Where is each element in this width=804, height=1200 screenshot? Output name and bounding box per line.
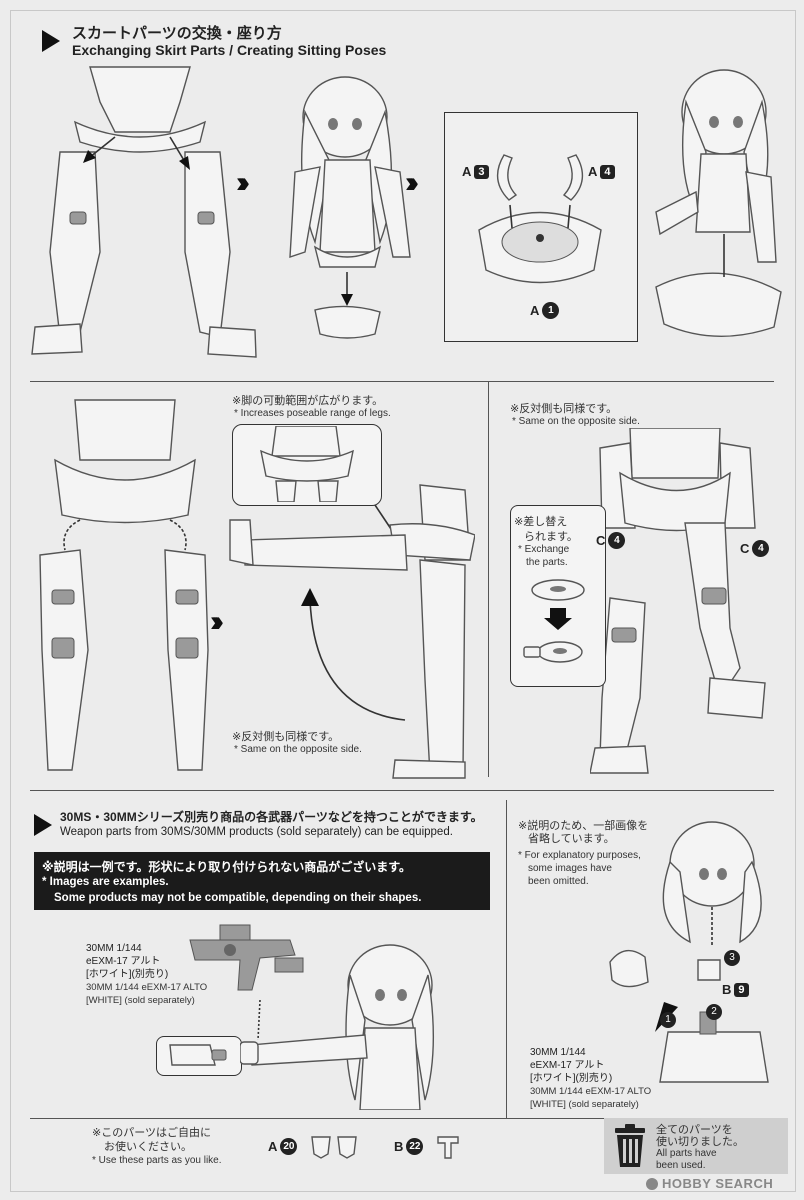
explain-en-line: some images have: [528, 863, 612, 874]
watermark-logo-icon: [646, 1177, 658, 1190]
all-used-jp: 全てのパーツを: [656, 1124, 733, 1136]
arrow-chevron-icon: ›››: [210, 605, 224, 638]
figure-without-legs-illustration: [289, 76, 411, 339]
section-divider: [30, 381, 774, 382]
robot-product-label: 30MM 1/144 eEXM-17 アルト [ホワイト](別売り) 30MM …: [530, 1046, 651, 1111]
trash-can-icon: [615, 1124, 645, 1167]
section4-title-en: Weapon parts from 30MS/30MM products (so…: [60, 826, 453, 838]
robot-label-line: [WHITE] (sold separately): [530, 1099, 639, 1110]
all-used-en: been used.: [656, 1160, 706, 1171]
disclaimer-bar-jp: ※説明は一例です。形状により取り付けられない商品がございます。: [42, 860, 412, 874]
section-divider: [488, 381, 489, 777]
weapon-label-line: [ホワイト](別売り): [86, 969, 169, 980]
legs-removal-illustration: [31, 66, 257, 358]
step-number-3: 3: [724, 950, 740, 966]
weapon-product-label: 30MM 1/144 eEXM-17 アルト [ホワイト](別売り) 30MM …: [86, 942, 207, 1007]
explain-en-line: been omitted.: [528, 876, 589, 887]
page-frame: [10, 10, 796, 1192]
section4-title-jp: 30MS・30MMシリーズ別売り商品の各武器パーツなどを持つことができます。: [60, 810, 483, 824]
disclaimer-bar-en-2: Some products may not be compatible, dep…: [54, 892, 422, 904]
lower-body-legs-illustration: [39, 399, 209, 771]
explain-jp-line: ※説明のため、一部画像を: [518, 820, 649, 832]
exchange-note-jp-2: られます。: [524, 531, 578, 543]
skirt-assembly-illustration: [478, 154, 602, 284]
all-used-en: All parts have: [656, 1148, 717, 1159]
section-divider: [30, 790, 774, 791]
note-range-jp: ※脚の可動範囲が広がります。: [232, 395, 384, 407]
exchange-note-en-1: * Exchange: [518, 544, 570, 555]
head-assembly-illustration: [609, 821, 769, 1083]
weapon-label-line: 30MM 1/144: [86, 943, 142, 954]
weapon-gun-illustration: [189, 924, 304, 991]
robot-label-line: [ホワイト](別売り): [530, 1073, 613, 1084]
all-used-jp: 使い切りました。: [656, 1136, 744, 1148]
weapon-label-line: 30MM 1/144 eEXM-17 ALTO: [86, 982, 208, 993]
section-divider: [506, 800, 507, 1118]
explanatory-note: ※説明のため、一部画像を 省略しています。 * For explanatory …: [518, 820, 648, 888]
joint-part-swap-illustration: [523, 579, 585, 663]
footer-divider: [30, 1118, 774, 1119]
leg-raised-pose-illustration: [229, 484, 475, 779]
all-used-text: 全てのパーツを 使い切りました。 All parts have been use…: [656, 1124, 744, 1172]
note-opposite-jp: ※反対側も同様です。: [232, 731, 340, 743]
exchange-note-en-2: the parts.: [526, 557, 568, 568]
explain-en-line: * For explanatory purposes,: [518, 850, 641, 861]
figure-holding-weapon-illustration: [240, 944, 435, 1110]
hip-closeup-illustration: [260, 426, 354, 502]
section-marker-icon: [42, 30, 60, 52]
section1-title-jp: スカートパーツの交換・座り方: [72, 25, 282, 42]
note-range-en: * Increases poseable range of legs.: [234, 408, 391, 419]
figure-hip-joint-illustration: [590, 428, 766, 774]
section-marker-icon: [34, 814, 52, 836]
note-opposite-en: * Same on the opposite side.: [234, 744, 362, 755]
arrow-chevron-icon: ›››: [236, 166, 250, 199]
robot-label-line: 30MM 1/144: [530, 1047, 586, 1058]
spare-part-b22-icon: [437, 1136, 459, 1159]
robot-label-line: 30MM 1/144 eEXM-17 ALTO: [530, 1086, 652, 1097]
disclaimer-bar: [34, 852, 490, 910]
step-number-1: 1: [660, 1012, 676, 1028]
section3-note-opposite-jp: ※反対側も同様です。: [510, 403, 618, 415]
robot-label-line: eEXM-17 アルト: [530, 1060, 605, 1071]
free-note-jp: ※このパーツはご自由に: [92, 1127, 211, 1139]
exchange-note-jp-1: ※差し替え: [514, 516, 568, 528]
watermark: HOBBY SEARCH: [646, 1176, 773, 1191]
arrow-chevron-icon: ›››: [405, 166, 419, 199]
step-number-2: 2: [706, 1004, 722, 1020]
section1-title-en: Exchanging Skirt Parts / Creating Sittin…: [72, 42, 387, 58]
figure-seated-torso-illustration: [655, 69, 782, 337]
hand-closeup-illustration: [169, 1044, 227, 1066]
weapon-label-line: eEXM-17 アルト: [86, 956, 161, 967]
free-note-jp-2: お使いください。: [104, 1141, 192, 1153]
weapon-label-line: [WHITE] (sold separately): [86, 995, 195, 1006]
spare-part-a20-icon: [311, 1136, 357, 1159]
explain-jp-line: 省略しています。: [528, 833, 615, 845]
free-note-en: * Use these parts as you like.: [92, 1155, 222, 1166]
free-parts-note: ※このパーツはご自由に お使いください。 * Use these parts a…: [92, 1126, 222, 1168]
disclaimer-bar-en-1: * Images are examples.: [42, 876, 169, 888]
section3-note-opposite-en: * Same on the opposite side.: [512, 416, 640, 427]
